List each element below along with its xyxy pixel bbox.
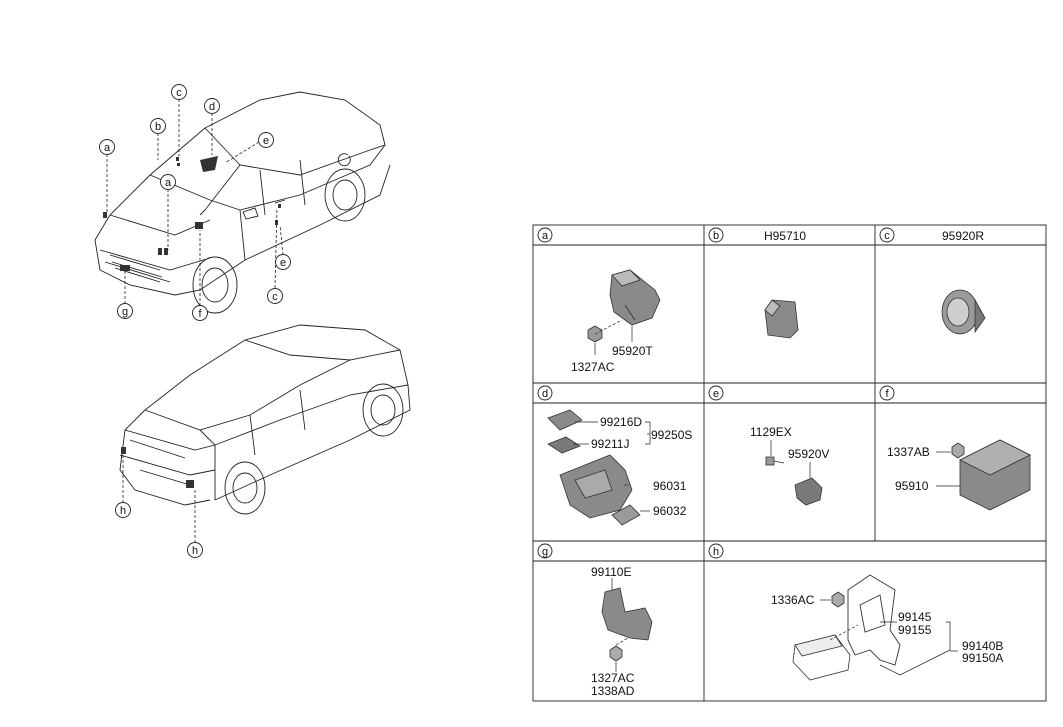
- callout-b-front: b: [150, 118, 166, 134]
- cell-h-leaders: [879, 621, 958, 676]
- callout-a-front: a: [99, 139, 115, 155]
- parts-grid: [532, 224, 1047, 702]
- part-99110E-radar: [601, 578, 653, 641]
- callout-c2-text: c: [272, 291, 278, 303]
- cell-b-header: H95710: [764, 229, 806, 243]
- cell-header-h: h: [708, 543, 724, 559]
- callout-e2-text: e: [280, 257, 286, 269]
- part-1327AC-nut-g: [609, 637, 629, 672]
- label-99110E: 99110E: [591, 565, 631, 579]
- cell-e-letter: e: [713, 388, 719, 400]
- callout-g-front: g: [117, 303, 133, 319]
- label-99211J: 99211J: [591, 437, 629, 451]
- callout-a2-front: a: [160, 174, 176, 190]
- callout-h-rear-2: h: [187, 542, 203, 558]
- label-1337AB: 1337AB: [887, 445, 930, 459]
- cell-header-e: e: [708, 385, 724, 401]
- label-95920V: 95920V: [788, 447, 829, 461]
- callout-f-front: f: [192, 305, 208, 321]
- part-99145-bracket: [847, 574, 901, 666]
- cell-b-letter: b: [713, 230, 719, 242]
- part-99211J-clip: [547, 436, 581, 454]
- cell-g-letter: g: [542, 546, 548, 558]
- cell-header-d: d: [537, 385, 553, 401]
- callout-g-text: g: [122, 306, 128, 318]
- label-1129EX: 1129EX: [750, 425, 792, 439]
- label-99155: 99155: [898, 623, 932, 637]
- callout-b-text: b: [155, 121, 161, 133]
- rear-car-illustration: [119, 324, 411, 515]
- label-1336AC: 1336AC: [771, 593, 815, 607]
- part-95920V-sensor: [794, 462, 823, 506]
- cell-a-letter: a: [542, 230, 549, 242]
- cell-c-letter: c: [884, 230, 890, 242]
- label-96032: 96032: [653, 504, 687, 518]
- callout-e2-front: e: [275, 254, 291, 270]
- part-1129EX-bolt: [765, 440, 785, 466]
- front-car-illustration: [94, 91, 391, 314]
- label-1338AD: 1338AD: [591, 684, 635, 698]
- part-96031-cover: [559, 454, 633, 519]
- callout-a2-text: a: [165, 177, 172, 189]
- cell-c-header: 95920R: [942, 229, 984, 243]
- label-99250S: 99250S: [651, 428, 692, 442]
- front-leader-lines: [106, 99, 284, 306]
- callout-h2-text: h: [192, 545, 198, 557]
- cell-d-leaders: [573, 421, 651, 512]
- cell-header-f: f: [879, 385, 895, 401]
- part-99140B-module: [792, 624, 859, 681]
- cell-header-g: g: [537, 543, 553, 559]
- callout-a-text: a: [104, 142, 111, 154]
- label-99150A: 99150A: [962, 651, 1003, 665]
- part-99216D-clip: [547, 409, 583, 431]
- label-99216D: 99216D: [600, 415, 642, 429]
- part-1336AC-nut: [820, 591, 845, 608]
- callout-e-front: e: [258, 132, 274, 148]
- callout-c-front: c: [171, 84, 187, 100]
- cell-h-letter: h: [713, 546, 719, 558]
- cell-f-letter: f: [885, 388, 889, 400]
- label-99140B: 99140B: [962, 639, 1003, 653]
- callout-h-text: h: [120, 505, 126, 517]
- part-95920R-sensor: [941, 289, 986, 335]
- part-1327AC-nut: [587, 319, 633, 355]
- callout-f-text: f: [198, 308, 202, 320]
- label-1327AC-g: 1327AC: [591, 671, 635, 685]
- cell-header-a: a: [537, 227, 553, 243]
- cell-header-c: c 95920R: [879, 227, 984, 243]
- part-H95710-sensor: [764, 299, 799, 339]
- callout-e-text: e: [263, 135, 269, 147]
- part-1337AB-nut: [936, 442, 965, 459]
- part-95910-module: [936, 439, 1031, 511]
- callout-c2-front: c: [267, 288, 283, 304]
- part-95920T-sensor: [609, 269, 661, 326]
- label-1327AC-a: 1327AC: [571, 360, 615, 374]
- callout-d-text: d: [209, 101, 215, 113]
- label-95910: 95910: [895, 479, 929, 493]
- cell-header-b: b H95710: [708, 227, 806, 243]
- callout-h-rear-1: h: [115, 502, 131, 518]
- callout-d-front: d: [204, 98, 220, 114]
- label-95920T: 95920T: [612, 344, 653, 358]
- cell-d-letter: d: [542, 388, 548, 400]
- callout-c-text: c: [176, 87, 182, 99]
- rear-leader-lines: [122, 455, 196, 543]
- label-99145: 99145: [898, 610, 932, 624]
- front-sensor-marks: [103, 156, 281, 271]
- label-96031: 96031: [653, 479, 687, 493]
- rear-sensor-marks: [121, 447, 194, 488]
- part-96032-plate: [611, 504, 641, 526]
